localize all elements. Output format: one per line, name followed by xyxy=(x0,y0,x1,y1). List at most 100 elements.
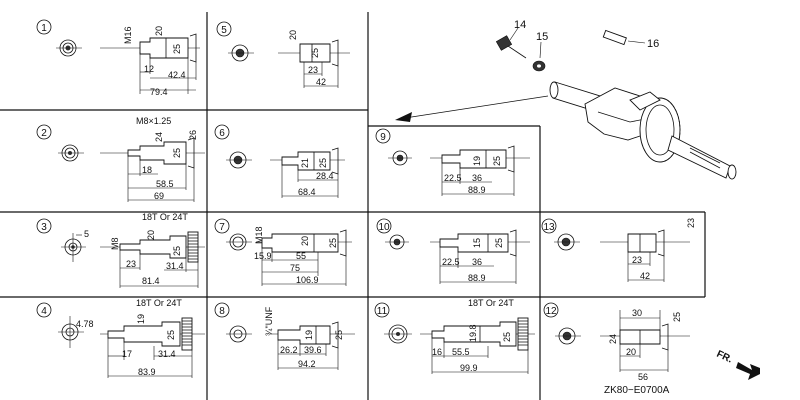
dim-length-b: 31.4 xyxy=(166,261,184,271)
panel-9: 9 19 25 22.5 36 88.9 xyxy=(375,128,530,196)
dim-gear-teeth: 18T Or 24T xyxy=(136,298,182,308)
dim-length-total: 69 xyxy=(154,191,164,201)
gear-teeth-icon xyxy=(517,317,529,351)
front-arrow-icon xyxy=(736,362,760,380)
dim-thread: M16 xyxy=(123,26,133,44)
dim-diameter-a: 23 xyxy=(686,218,696,228)
dim-length-total: 94.2 xyxy=(298,359,316,369)
dim-diameter-a: 19 xyxy=(136,314,146,324)
washer-part xyxy=(532,60,546,72)
panel-11-number: 11 xyxy=(377,306,388,317)
dim-length-total: 99.9 xyxy=(460,363,478,373)
dim-diameter-a: 19 xyxy=(472,156,482,166)
panel-7: 7 M18 20 25 15.9 55 75 106.9 xyxy=(214,218,352,286)
dim-gear-teeth: 18T Or 24T xyxy=(468,298,514,308)
pointer-arrow-icon xyxy=(395,112,412,122)
dim-diameter-c: 26 xyxy=(188,130,198,140)
dim-diameter-a: 19.8 xyxy=(468,324,478,342)
part-number-16: 16 xyxy=(647,38,659,50)
panel-7-number: 7 xyxy=(219,222,225,233)
panel-6: 6 21 25 28.4 68.4 xyxy=(214,124,345,198)
dim-diameter-a: 20 xyxy=(154,26,164,36)
dim-length-a: 23 xyxy=(126,259,136,269)
panel-2-number: 2 xyxy=(41,128,47,139)
dim-diameter-a: 20 xyxy=(300,236,310,246)
panel-2: 2 M8×1.25 24 25 26 18 58.5 69 xyxy=(36,116,205,202)
dim-length-a: 22.5 xyxy=(444,173,462,183)
dim-diameter-a: 20 xyxy=(146,230,156,240)
dim-thread: M18 xyxy=(254,226,264,244)
panel-10-number: 10 xyxy=(378,222,390,233)
panel-grid xyxy=(0,12,706,400)
dim-diameter-b: 25 xyxy=(172,246,182,256)
dim-thread: ¾"UNF xyxy=(264,306,274,336)
dim-length-total: 68.4 xyxy=(298,187,316,197)
panel-11: 11 18T Or 24T 19.8 25 16 55.5 99.9 xyxy=(374,298,535,374)
panel-3: 3 5 M8 18T Or 24T 20 25 23 81.4 31.4 xyxy=(36,212,205,288)
dim-diameter-a: 20 xyxy=(288,30,298,40)
dim-length-a: 28.4 xyxy=(316,171,334,181)
dim-length-b: 55 xyxy=(296,251,306,261)
dim-length-a: 18 xyxy=(142,165,152,175)
dim-length-b: 20 xyxy=(626,347,636,357)
panel-9-number: 9 xyxy=(380,132,386,143)
panel-8-number: 8 xyxy=(219,306,225,317)
dim-length-total: 79.4 xyxy=(150,87,168,97)
dim-length-total: 106.9 xyxy=(296,275,319,285)
dim-length-b: 36 xyxy=(472,257,482,267)
dim-offset: 4.78 xyxy=(76,319,94,329)
crankshaft-illustration: 14 15 16 xyxy=(395,19,737,180)
dim-length-c: 75 xyxy=(290,263,300,273)
panel-6-number: 6 xyxy=(219,128,225,139)
dim-length-a: 16 xyxy=(432,347,442,357)
panel-5: 5 20 25 23 42 xyxy=(216,21,350,88)
dim-length-b: 58.5 xyxy=(156,179,174,189)
panel-10: 10 15 25 22.5 36 88.9 xyxy=(376,218,530,284)
dim-length-a: 12 xyxy=(144,64,154,74)
panel-12: 12 30 25 24 20 56 xyxy=(543,302,690,382)
dim-gear-teeth: 18T Or 24T xyxy=(142,212,188,222)
dim-length-b: 55.5 xyxy=(452,347,470,357)
panel-13: 13 23 23 42 xyxy=(541,218,696,282)
dim-diameter-b: 25 xyxy=(494,238,504,248)
dim-diameter-b: 25 xyxy=(328,238,338,248)
part-number-15: 15 xyxy=(536,31,548,43)
panel-1-number: 1 xyxy=(41,23,47,34)
dim-length-total: 42 xyxy=(640,271,650,281)
dim-diameter-b: 25 xyxy=(172,148,182,158)
dim-length-a: 26.2 xyxy=(280,345,298,355)
panel-8: 8 ¾"UNF 19 25 26.2 39.6 94.2 xyxy=(214,302,355,370)
dim-length-b: 39.6 xyxy=(304,345,322,355)
gear-teeth-icon xyxy=(181,317,193,351)
dim-diameter-b: 25 xyxy=(492,156,502,166)
dim-length-b: 36 xyxy=(472,173,482,183)
panel-12-number: 12 xyxy=(545,306,557,317)
part-number-14: 14 xyxy=(514,19,526,31)
dim-diameter-b: 25 xyxy=(502,332,512,342)
dim-diameter-a: 25 xyxy=(672,312,682,322)
dim-diameter-a: 19 xyxy=(304,330,314,340)
dim-length-b: 31.4 xyxy=(158,349,176,359)
dim-diameter-a: 24 xyxy=(154,132,164,142)
diagram-code: ZK80−E0700A xyxy=(604,385,670,396)
dim-length-a: 22.5 xyxy=(442,257,460,267)
dim-diameter-b: 25 xyxy=(172,44,182,54)
panel-4: 4 4.78 18T Or 24T 19 25 17 31.4 83.9 xyxy=(36,298,205,378)
dim-thread: M8 xyxy=(110,237,120,250)
dim-diameter-b: 25 xyxy=(310,48,320,58)
dim-length-total: 42 xyxy=(316,77,326,87)
panel-5-number: 5 xyxy=(221,25,227,36)
dim-offset: 5 xyxy=(84,229,89,239)
dim-diameter-b: 25 xyxy=(166,330,176,340)
dim-length-a: 23 xyxy=(632,255,642,265)
front-label: FR. xyxy=(715,349,734,366)
bolt-part xyxy=(495,35,527,59)
panel-1: 1 M16 20 25 12 42.4 79.4 xyxy=(36,19,200,97)
dim-length-total: 81.4 xyxy=(142,276,160,286)
dim-thread: M8×1.25 xyxy=(136,116,171,126)
front-direction-indicator: FR. xyxy=(715,349,760,380)
dim-diameter-b: 25 xyxy=(334,330,344,340)
dim-length-a: 15.9 xyxy=(254,251,272,261)
dim-diameter-a: 21 xyxy=(300,158,310,168)
